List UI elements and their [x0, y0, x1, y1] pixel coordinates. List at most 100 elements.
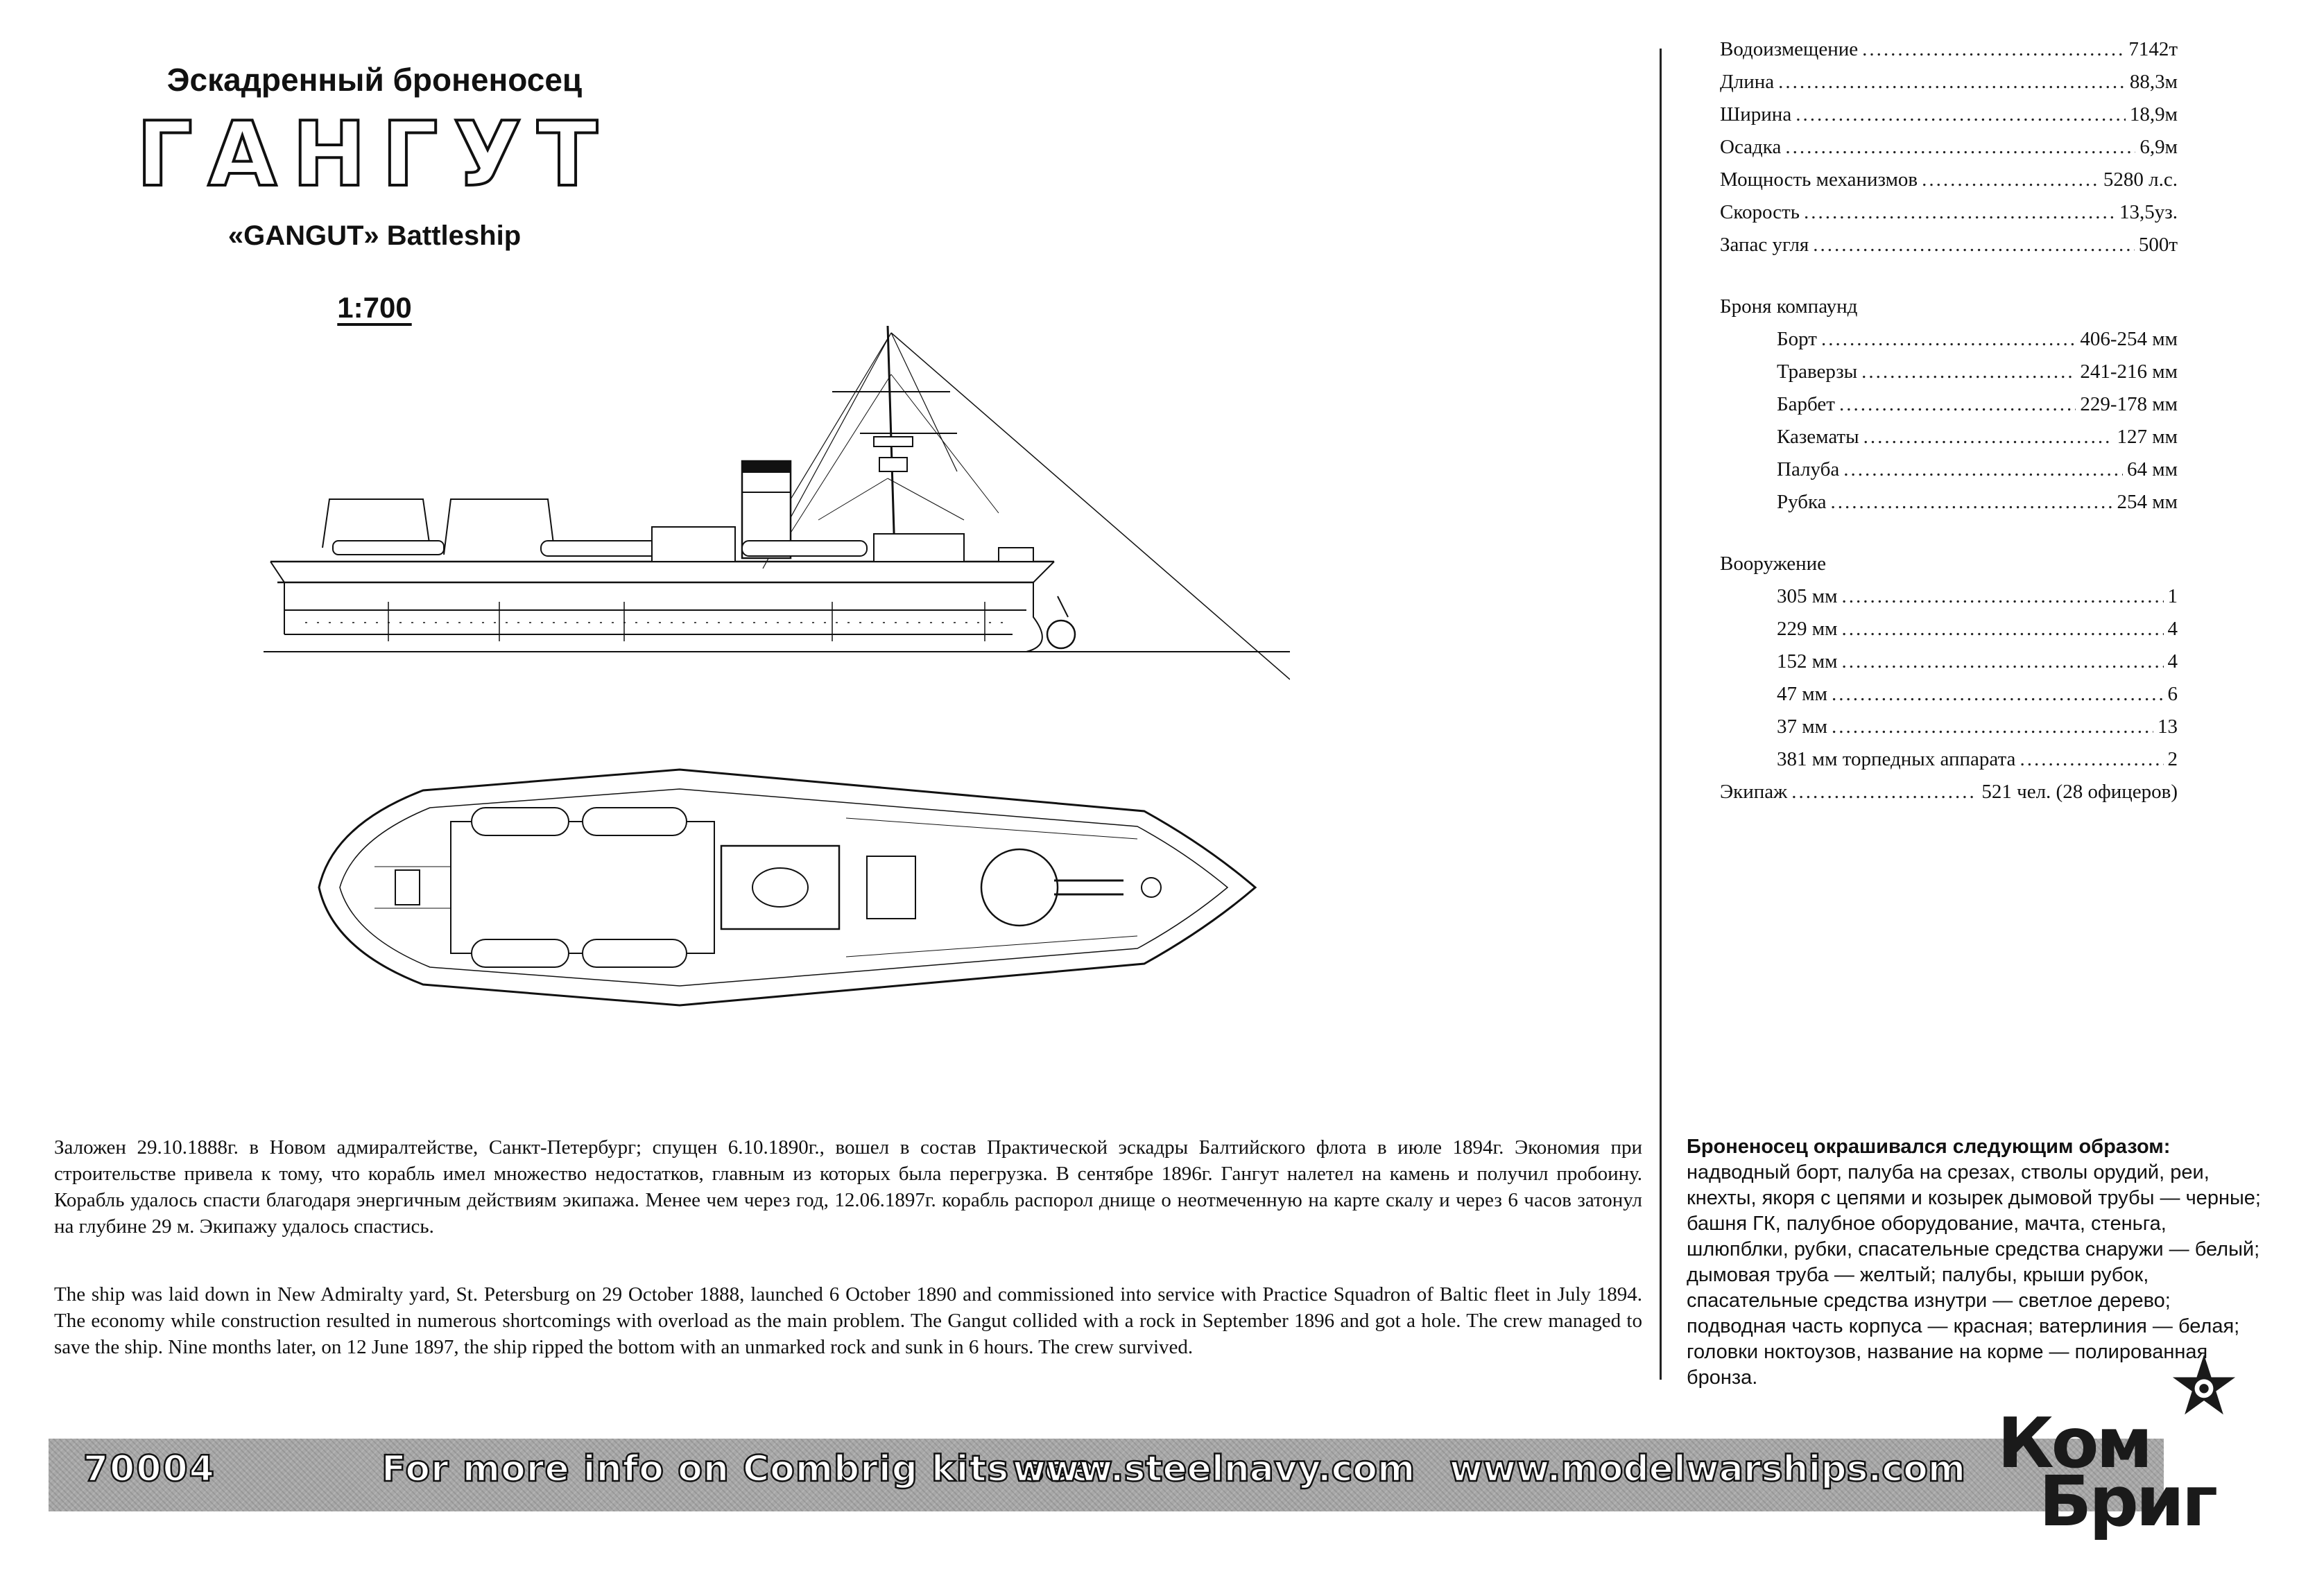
spec-value: 254 мм — [2117, 491, 2178, 513]
combrig-logo: Ком Бриг — [1997, 1352, 2247, 1546]
spec-value: 7142т — [2128, 38, 2178, 60]
leader-dots: ........................................… — [1841, 650, 2163, 673]
armament-row-torpedo: 381 мм торпедных аппарата ..............… — [1720, 743, 2178, 776]
armor-row-belt: Борт ...................................… — [1720, 323, 2178, 356]
leader-dots: ........................................… — [1820, 328, 2076, 350]
armor-row-casemates: Казематы ...............................… — [1720, 421, 2178, 453]
subtitle-en: «GANGUT» Battleship — [227, 220, 522, 251]
spec-label: Скорость — [1720, 201, 1800, 223]
spec-label: 37 мм — [1777, 715, 1827, 738]
spec-value: 4 — [2167, 618, 2178, 640]
spec-value: 5280 л.с. — [2103, 168, 2178, 191]
leader-dots: ........................................… — [2020, 748, 2163, 770]
footer-band: 70004 For more info on Combrig kits see:… — [49, 1439, 2164, 1511]
spec-label: Барбет — [1777, 393, 1835, 415]
spec-row-speed: Скорость ...............................… — [1720, 196, 2178, 229]
website-link-steelnavy[interactable]: www.steelnavy.com — [1012, 1448, 1416, 1490]
armor-row-deck: Палуба .................................… — [1720, 453, 2178, 486]
spec-label: 47 мм — [1777, 683, 1827, 705]
spec-value: 18,9м — [2129, 103, 2178, 125]
spec-value: 2 — [2167, 748, 2178, 770]
spec-value: 4 — [2167, 650, 2178, 673]
leader-dots: ........................................… — [1785, 136, 2135, 158]
spec-label: 229 мм — [1777, 618, 1838, 640]
paint-scheme-text: Броненосец окрашивался следующим образом… — [1687, 1134, 2262, 1391]
spec-row-beam: Ширина .................................… — [1720, 98, 2178, 131]
spec-row-crew: Экипаж .................................… — [1720, 776, 2178, 808]
leader-dots: ........................................… — [1831, 683, 2164, 705]
scale-label: 1:700 — [337, 291, 412, 324]
spec-value: 13 — [2158, 715, 2178, 738]
spec-value: 406-254 мм — [2080, 328, 2178, 350]
spec-label: Осадка — [1720, 136, 1782, 158]
leader-dots: ........................................… — [1830, 491, 2113, 513]
spec-label: Борт — [1777, 328, 1817, 350]
spec-value: 241-216 мм — [2080, 361, 2178, 383]
spec-value: 521 чел. (28 офицеров) — [1981, 781, 2178, 803]
star-emblem-icon — [2172, 1354, 2236, 1415]
spec-label: 152 мм — [1777, 650, 1838, 673]
spec-value: 6,9м — [2139, 136, 2178, 158]
spec-row-displacement: Водоизмещение ..........................… — [1720, 33, 2178, 66]
spec-label: Экипаж — [1720, 781, 1788, 803]
ship-side-profile-drawing — [264, 325, 1290, 680]
leader-dots: ........................................… — [1791, 781, 1977, 803]
leader-dots: ........................................… — [1796, 103, 2126, 125]
paint-scheme-lead: Броненосец окрашивался следующим образом… — [1687, 1136, 2171, 1158]
history-text-ru: Заложен 29.10.1888г. в Новом адмиралтейс… — [54, 1136, 1642, 1238]
leader-dots: ........................................… — [1813, 234, 2135, 256]
spec-label: Запас угля — [1720, 234, 1809, 256]
vertical-divider — [1660, 49, 1662, 1380]
armor-row-bulkheads: Траверзы ...............................… — [1720, 356, 2178, 388]
spec-value: 88,3м — [2129, 71, 2178, 93]
spec-label: 381 мм торпедных аппарата — [1777, 748, 2016, 770]
armor-row-conning-tower: Рубка ..................................… — [1720, 486, 2178, 519]
spec-label: Палуба — [1777, 458, 1840, 480]
spec-row-length: Длина ..................................… — [1720, 66, 2178, 98]
ship-plan-view-drawing — [318, 768, 1257, 1007]
ship-title: ГАНГУТ — [135, 103, 613, 207]
paint-scheme-body: надводный борт, палуба на срезах, стволы… — [1687, 1161, 2261, 1389]
armament-row-47: 47 мм ..................................… — [1720, 678, 2178, 711]
spec-label: Рубка — [1777, 491, 1827, 513]
kit-number: 70004 — [83, 1448, 216, 1490]
specifications-panel: Водоизмещение ..........................… — [1720, 33, 2178, 808]
armament-row-152: 152 мм .................................… — [1720, 645, 2178, 678]
spec-label: Мощность механизмов — [1720, 168, 1918, 191]
armor-row-barbette: Барбет .................................… — [1720, 388, 2178, 421]
spec-label: Траверзы — [1777, 361, 1858, 383]
leader-dots: ........................................… — [1778, 71, 2126, 93]
armament-row-37: 37 мм ..................................… — [1720, 711, 2178, 743]
spec-row-coal: Запас угля .............................… — [1720, 229, 2178, 261]
armor-heading: Броня компаунд — [1720, 295, 1858, 318]
leader-dots: ........................................… — [1841, 618, 2163, 640]
subtitle-ru: Эскадренный броненосец — [166, 62, 583, 98]
logo-wordmark-line2: Бриг — [2039, 1461, 2218, 1542]
spec-value: 1 — [2167, 585, 2178, 607]
spec-value: 127 мм — [2117, 426, 2178, 448]
spec-label: 305 мм — [1777, 585, 1838, 607]
spec-label: Казематы — [1777, 426, 1859, 448]
logo-wordmark-line1: Ком — [1997, 1403, 2153, 1484]
spec-value: 6 — [2167, 683, 2178, 705]
history-text-en: The ship was laid down in New Admiralty … — [54, 1283, 1642, 1358]
leader-dots: ........................................… — [1841, 585, 2163, 607]
armament-heading: Вооружение — [1720, 553, 1827, 575]
spec-label: Длина — [1720, 71, 1775, 93]
leader-dots: ........................................… — [1803, 201, 2116, 223]
leader-dots: ........................................… — [1843, 458, 2124, 480]
armament-row-229: 229 мм .................................… — [1720, 613, 2178, 645]
spec-value: 64 мм — [2127, 458, 2178, 480]
leader-dots: ........................................… — [1831, 715, 2153, 738]
spec-value: 229-178 мм — [2080, 393, 2178, 415]
spec-value: 500т — [2138, 234, 2178, 256]
leader-dots: ........................................… — [1861, 361, 2076, 383]
spec-label: Водоизмещение — [1720, 38, 1859, 60]
leader-dots: ........................................… — [1862, 38, 2124, 60]
leader-dots: ........................................… — [1922, 168, 2099, 191]
more-info-text: For more info on Combrig kits see: — [381, 1448, 1110, 1490]
armament-row-305: 305 мм .................................… — [1720, 580, 2178, 613]
spec-row-power: Мощность механизмов ....................… — [1720, 164, 2178, 196]
spec-label: Ширина — [1720, 103, 1792, 125]
website-link-modelwarships[interactable]: www.modelwarships.com — [1449, 1448, 1967, 1490]
